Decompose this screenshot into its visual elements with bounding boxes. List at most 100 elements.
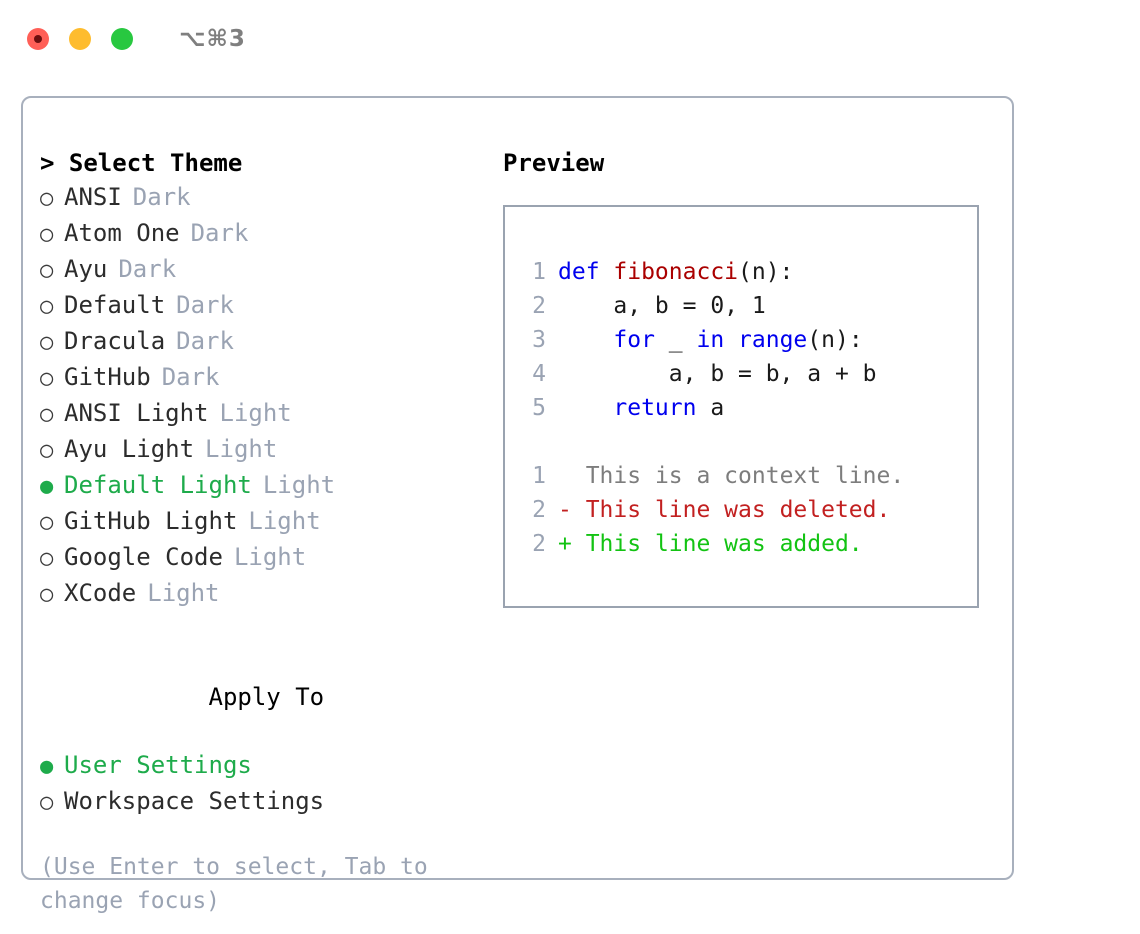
- diff-line-text: This line was added.: [585, 531, 863, 557]
- theme-option-row[interactable]: ○ Atom One Dark: [40, 216, 500, 252]
- theme-variant-tag: Dark: [176, 291, 234, 319]
- apply-to-heading-label: Apply To: [208, 683, 325, 711]
- code-line-number: 4: [532, 361, 546, 387]
- keyboard-shortcut-label: ⌥⌘3: [179, 26, 246, 52]
- code-line-content: return a: [558, 391, 724, 425]
- theme-option-label: Google Code: [64, 543, 223, 571]
- apply-to-option-row[interactable]: ● User Settings: [40, 748, 500, 784]
- preview-heading: Preview: [503, 149, 605, 177]
- code-token: return: [613, 395, 697, 421]
- theme-option-label: ANSI: [64, 183, 122, 211]
- code-line-content: for _ in range(n):: [558, 323, 863, 357]
- apply-to-heading: Apply To: [40, 646, 500, 748]
- radio-unselected-icon[interactable]: ○: [40, 258, 54, 283]
- recording-dot-icon: [34, 35, 42, 43]
- code-token: [558, 395, 613, 421]
- code-line-content: a, b = b, a + b: [558, 357, 877, 391]
- radio-unselected-icon[interactable]: ○: [40, 438, 54, 463]
- theme-option-label: Default: [64, 291, 166, 319]
- radio-unselected-icon[interactable]: ○: [40, 222, 54, 247]
- select-theme-heading: > Select Theme: [40, 149, 243, 177]
- radio-unselected-icon[interactable]: ○: [40, 294, 54, 319]
- theme-option-label: XCode: [64, 579, 137, 607]
- theme-option-row[interactable]: ○ GitHub Dark: [40, 360, 500, 396]
- diff-line-text: This line was deleted.: [585, 497, 891, 523]
- code-token: (n):: [738, 259, 794, 285]
- theme-option-label: Atom One: [64, 219, 180, 247]
- apply-to-list: ● User Settings ○ Workspace Settings: [40, 748, 500, 820]
- code-line: 4 a, b = b, a + b: [518, 357, 977, 391]
- theme-variant-tag: Light: [248, 507, 321, 535]
- diff-line: 2- This line was deleted.: [518, 493, 977, 527]
- code-token: _: [654, 327, 697, 353]
- code-token: [724, 327, 738, 353]
- theme-option-row[interactable]: ● Default Light Light: [40, 468, 500, 504]
- theme-option-row[interactable]: ○ Default Dark: [40, 288, 500, 324]
- theme-variant-tag: Light: [205, 435, 278, 463]
- code-line: 5 return a: [518, 391, 977, 425]
- radio-unselected-icon[interactable]: ○: [40, 186, 54, 211]
- window-controls: [27, 28, 133, 50]
- theme-option-label: Ayu: [64, 255, 108, 283]
- apply-to-option-row[interactable]: ○ Workspace Settings: [40, 784, 500, 820]
- code-line-number: 1: [532, 259, 546, 285]
- code-token: (n):: [807, 327, 863, 353]
- close-button-icon[interactable]: [27, 28, 49, 50]
- radio-unselected-icon[interactable]: ○: [40, 330, 54, 355]
- diff-marker: +: [558, 531, 586, 557]
- radio-unselected-icon[interactable]: ○: [40, 582, 54, 607]
- keyboard-hint-text: (Use Enter to select, Tab to change focu…: [40, 854, 442, 914]
- code-line: 2 a, b = 0, 1: [518, 289, 977, 323]
- code-token: def: [558, 259, 614, 285]
- theme-variant-tag: Dark: [132, 183, 191, 211]
- radio-unselected-icon[interactable]: ○: [40, 510, 54, 535]
- radio-selected-icon[interactable]: ●: [40, 754, 54, 779]
- code-token: a, b = 0, 1: [558, 293, 766, 319]
- radio-unselected-icon[interactable]: ○: [40, 366, 54, 391]
- minimize-button-icon[interactable]: [69, 28, 91, 50]
- code-token: a, b = b, a + b: [558, 361, 877, 387]
- code-token: [558, 327, 613, 353]
- theme-variant-tag: Light: [147, 579, 220, 607]
- theme-option-label: GitHub: [64, 363, 151, 391]
- radio-unselected-icon[interactable]: ○: [40, 546, 54, 571]
- theme-option-row[interactable]: ○ XCode Light: [40, 576, 500, 612]
- code-token: in: [696, 327, 725, 353]
- theme-option-row[interactable]: ○ GitHub Light Light: [40, 504, 500, 540]
- apply-to-option-label: User Settings: [64, 751, 252, 779]
- code-token: a: [696, 395, 725, 421]
- code-token: range: [738, 327, 808, 353]
- theme-option-label: ANSI Light: [64, 399, 209, 427]
- theme-option-label: Default Light: [64, 471, 252, 499]
- radio-selected-icon[interactable]: ●: [40, 474, 54, 499]
- radio-unselected-icon[interactable]: ○: [40, 790, 54, 815]
- code-line-number: 2: [532, 293, 546, 319]
- diff-marker: -: [558, 497, 586, 523]
- theme-variant-tag: Dark: [161, 363, 220, 391]
- theme-variant-tag: Dark: [190, 219, 249, 247]
- diff-sample: 1 This is a context line.2- This line wa…: [518, 459, 977, 561]
- code-line-number: 3: [532, 327, 546, 353]
- apply-to-option-label: Workspace Settings: [64, 787, 325, 815]
- theme-option-label: GitHub Light: [64, 507, 238, 535]
- code-token: fibonacci: [613, 259, 739, 285]
- diff-marker: [558, 459, 586, 493]
- theme-option-label: Dracula: [64, 327, 166, 355]
- diff-line: 2+ This line was added.: [518, 527, 977, 561]
- theme-variant-tag: Light: [262, 471, 336, 499]
- code-line: 1 def fibonacci(n):: [518, 255, 977, 289]
- theme-option-row[interactable]: ○ ANSI Dark: [40, 180, 500, 216]
- code-token: for: [613, 327, 655, 353]
- maximize-button-icon[interactable]: [111, 28, 133, 50]
- radio-unselected-icon[interactable]: ○: [40, 402, 54, 427]
- diff-line-text: This is a context line.: [585, 463, 905, 489]
